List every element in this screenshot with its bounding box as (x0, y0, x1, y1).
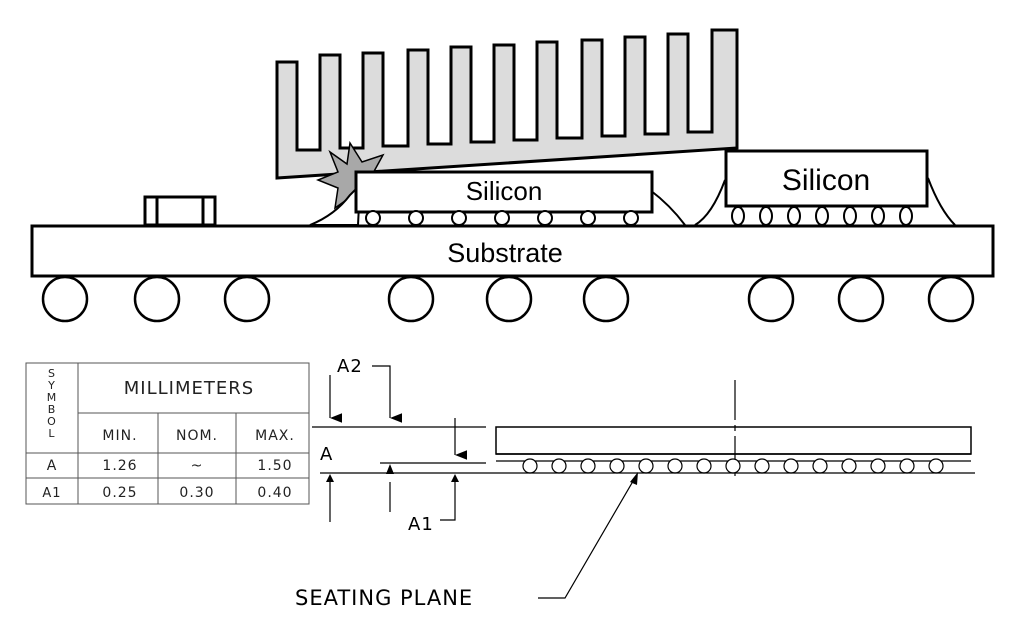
solder-bump (408, 210, 424, 226)
side-view-ball (667, 458, 683, 474)
silicon-right-label: Silicon (782, 164, 870, 197)
row-a-min: 1.26 (102, 458, 137, 474)
units-header: MILLIMETERS (124, 378, 254, 399)
solder-bump (494, 210, 510, 226)
row-a-nom: ~ (191, 458, 204, 474)
solder-bump (731, 206, 745, 226)
solder-balls (41, 275, 975, 323)
bga-solder-ball (41, 275, 89, 323)
bga-solder-ball (582, 275, 630, 323)
a1-dimension-label: A1 (408, 514, 434, 535)
bga-solder-ball (133, 275, 181, 323)
solder-bump (623, 210, 639, 226)
side-view-ball (551, 458, 567, 474)
solder-bump (843, 206, 857, 226)
solder-bump (365, 210, 381, 226)
col-header-nom: NOM. (176, 428, 218, 444)
solder-bump (899, 206, 913, 226)
side-view-ball (609, 458, 625, 474)
col-header-max: MAX. (255, 428, 295, 444)
row-a1-nom: 0.30 (179, 485, 214, 501)
side-view-ball (725, 458, 741, 474)
row-a-symbol: A (47, 458, 58, 474)
side-view-ball (841, 458, 857, 474)
solder-bump (787, 206, 801, 226)
solder-bump (815, 206, 829, 226)
left-passive-component (143, 195, 217, 227)
row-a1-min: 0.25 (102, 485, 137, 501)
side-view-ball (580, 458, 596, 474)
solder-bump (537, 210, 553, 226)
a2-dimension-label: A2 (337, 356, 363, 377)
substrate: Substrate (30, 224, 995, 278)
symbol-header-letter: L (48, 427, 55, 440)
seating-plane-label: SEATING PLANE (295, 586, 473, 610)
row-a1-symbol: A1 (42, 486, 61, 501)
right-underfill (694, 177, 956, 226)
bga-solder-ball (387, 275, 435, 323)
side-view-balls (522, 458, 944, 474)
symbol-header-letter: Y (47, 379, 56, 392)
side-view-ball (754, 458, 770, 474)
row-a1-max: 0.40 (257, 485, 292, 501)
side-view-ball (522, 458, 538, 474)
package-side-view (495, 380, 972, 480)
dimension-lines (312, 365, 638, 599)
bga-solder-ball (485, 275, 533, 323)
symbol-header-letter: B (48, 403, 57, 416)
symbol-header-letter: M (47, 391, 58, 404)
side-view-ball (899, 458, 915, 474)
solder-bump (451, 210, 467, 226)
symbol-header-letter: S (48, 367, 56, 380)
side-view-ball (696, 458, 712, 474)
bumps-left-die (365, 210, 639, 226)
side-view-ball (928, 458, 944, 474)
silicon-die-tilted: Silicon (354, 170, 654, 214)
heatsink (275, 28, 739, 180)
silicon-die-right: Silicon (724, 149, 929, 208)
a-dimension-label: A (320, 444, 333, 465)
symbol-header-letter: O (47, 415, 57, 428)
side-view-ball (870, 458, 886, 474)
bga-solder-ball (927, 275, 975, 323)
solder-bump (580, 210, 596, 226)
silicon-tilted-label: Silicon (466, 176, 543, 206)
bga-solder-ball (223, 275, 271, 323)
solder-bump (759, 206, 773, 226)
side-view-ball (812, 458, 828, 474)
side-view-ball (638, 458, 654, 474)
bumps-right-die (731, 206, 913, 226)
bga-solder-ball (837, 275, 885, 323)
row-a-max: 1.50 (257, 458, 292, 474)
col-header-min: MIN. (102, 428, 137, 444)
bga-solder-ball (747, 275, 795, 323)
solder-bump (871, 206, 885, 226)
side-view-ball (783, 458, 799, 474)
substrate-label: Substrate (447, 238, 563, 268)
